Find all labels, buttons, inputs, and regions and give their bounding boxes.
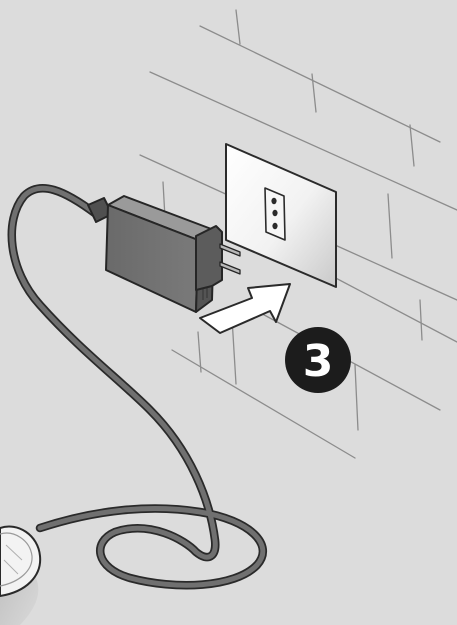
step-number: 3 [303,336,334,387]
step-badge: 3 [285,327,351,393]
